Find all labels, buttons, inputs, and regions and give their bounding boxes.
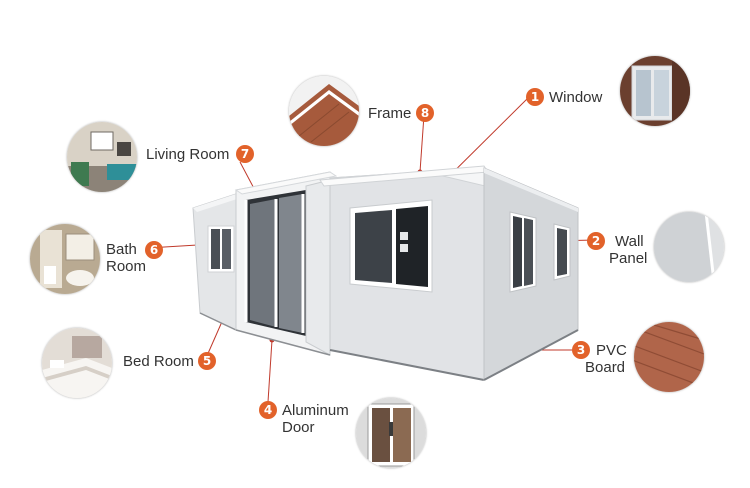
callout-badge-frame: 8 (416, 104, 434, 122)
aluminum-door-photo (356, 398, 426, 468)
callout-badge-bath-room: 6 (145, 241, 163, 259)
callout-label-aluminum-line2: Door (282, 419, 315, 436)
callout-label-aluminum-line1: Aluminum (282, 402, 349, 419)
callout-badge-bed-room: 5 (198, 352, 216, 370)
callout-label-pvc-line1: PVC (596, 342, 627, 359)
callout-label-frame: Frame (368, 105, 412, 122)
callout-label-bath-line2: Room (106, 258, 147, 275)
bathroom-photo (30, 224, 100, 294)
callout-label-wall-line2: Panel (609, 250, 648, 267)
callout-label-wall-line1: Wall (615, 233, 644, 250)
callout-label-bath-line1: Bath (106, 241, 137, 258)
callout-badge-aluminum-door: 4 (259, 401, 277, 419)
bedroom-photo (42, 328, 112, 398)
callout-label-bed-room: Bed Room (123, 353, 194, 370)
callout-label-living-room: Living Room (146, 146, 230, 163)
pvc-board-photo (634, 322, 704, 392)
wall-panel-photo (654, 212, 724, 282)
leader-aluminum (267, 339, 273, 403)
living-room-photo (67, 122, 137, 192)
callout-label-pvc-line2: Board (585, 359, 626, 376)
callout-badge-pvc-board: 3 (572, 341, 590, 359)
leader-frame (419, 114, 425, 173)
callout-badge-living-room: 7 (236, 145, 254, 163)
callout-badge-window: 1 (526, 88, 544, 106)
window-photo (620, 56, 690, 126)
frame-photo (289, 76, 359, 146)
callout-label-window: Window (549, 89, 603, 106)
callout-badge-wall-panel: 2 (587, 232, 605, 250)
